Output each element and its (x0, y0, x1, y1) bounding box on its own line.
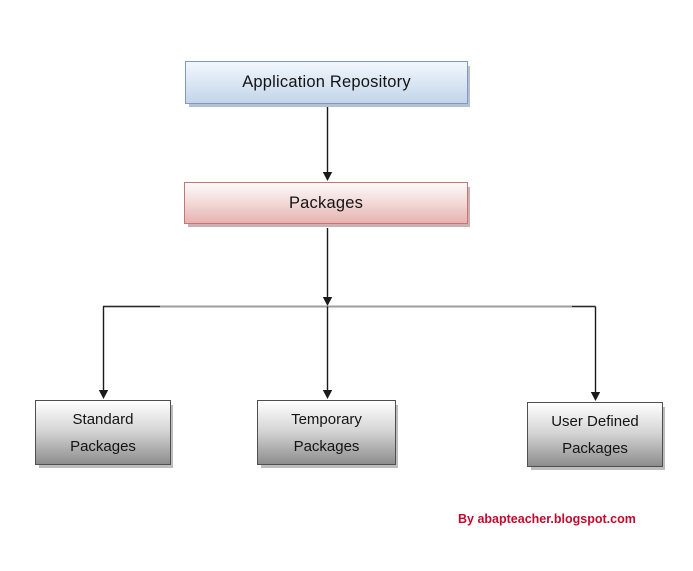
node-standard-packages-line2: Packages (70, 437, 136, 455)
credit-text: By abapteacher.blogspot.com (458, 512, 636, 526)
arrowhead-app-to-packages (322, 172, 333, 181)
arrowhead-packages-to-branch (322, 297, 333, 306)
node-packages-label: Packages (288, 193, 364, 212)
node-temporary-packages-line1: Temporary (291, 410, 362, 428)
node-temporary-packages: Temporary Packages (257, 400, 396, 465)
node-application-repository-label: Application Repository (242, 73, 411, 91)
node-user-defined-packages-line2: Packages (562, 439, 628, 457)
node-packages: Packages (184, 182, 468, 224)
node-user-defined-packages: User Defined Packages (527, 402, 663, 467)
node-temporary-packages-line2: Packages (293, 437, 360, 455)
arrowhead-branch-to-standard (98, 390, 109, 399)
node-standard-packages-line1: Standard (72, 410, 134, 428)
arrowhead-branch-to-userdefined (590, 392, 601, 401)
arrowhead-branch-to-temporary (322, 390, 333, 399)
node-application-repository: Application Repository (185, 61, 468, 104)
node-user-defined-packages-line1: User Defined (551, 412, 639, 430)
node-standard-packages: Standard Packages (35, 400, 171, 465)
